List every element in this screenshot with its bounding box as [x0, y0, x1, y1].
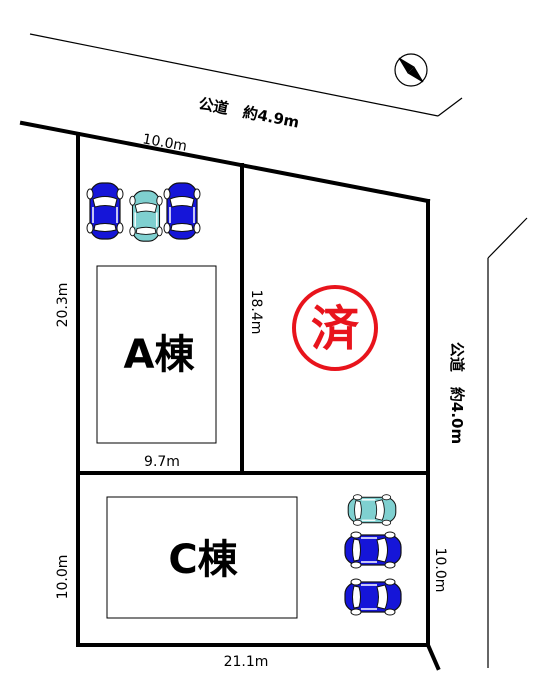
- car-icon: [347, 494, 397, 526]
- car-icon: [129, 190, 163, 242]
- car-icon: [86, 182, 124, 240]
- lot-top-line: [19, 120, 431, 204]
- building-a-label: A棟: [124, 332, 196, 378]
- lot-right-tail: [425, 642, 441, 671]
- building-c-label: C棟: [168, 537, 238, 583]
- dim-building-a-width: 9.7m: [144, 454, 180, 470]
- car-icon: [163, 182, 201, 240]
- dim-top-width: 10.0m: [141, 131, 188, 155]
- road-north-corner: [437, 97, 463, 117]
- building-c-outline: [106, 496, 298, 619]
- dim-left-lower-depth: 10.0m: [55, 555, 71, 600]
- dim-bottom-width: 21.1m: [224, 654, 269, 670]
- sold-stamp-text: 済: [311, 301, 360, 357]
- sold-stamp: 済: [292, 285, 378, 371]
- car-icon: [344, 578, 402, 616]
- road-north-label: 公道 約4.9m: [197, 95, 301, 132]
- road-north-edge: [29, 33, 439, 117]
- building-a-outline: [96, 265, 217, 444]
- lot-lines: [19, 120, 441, 671]
- north-compass-icon: [394, 53, 428, 87]
- road-edges: [29, 33, 528, 668]
- dim-middle-depth: 18.4m: [248, 290, 264, 335]
- sold-stamp-ring: [292, 285, 378, 371]
- car-icon: [344, 531, 402, 569]
- dim-right-lower-depth: 10.0m: [432, 548, 448, 593]
- road-east-label: 公道 約4.0m: [448, 342, 466, 444]
- dim-left-upper-depth: 20.3m: [55, 283, 71, 328]
- road-east-corner: [487, 217, 528, 259]
